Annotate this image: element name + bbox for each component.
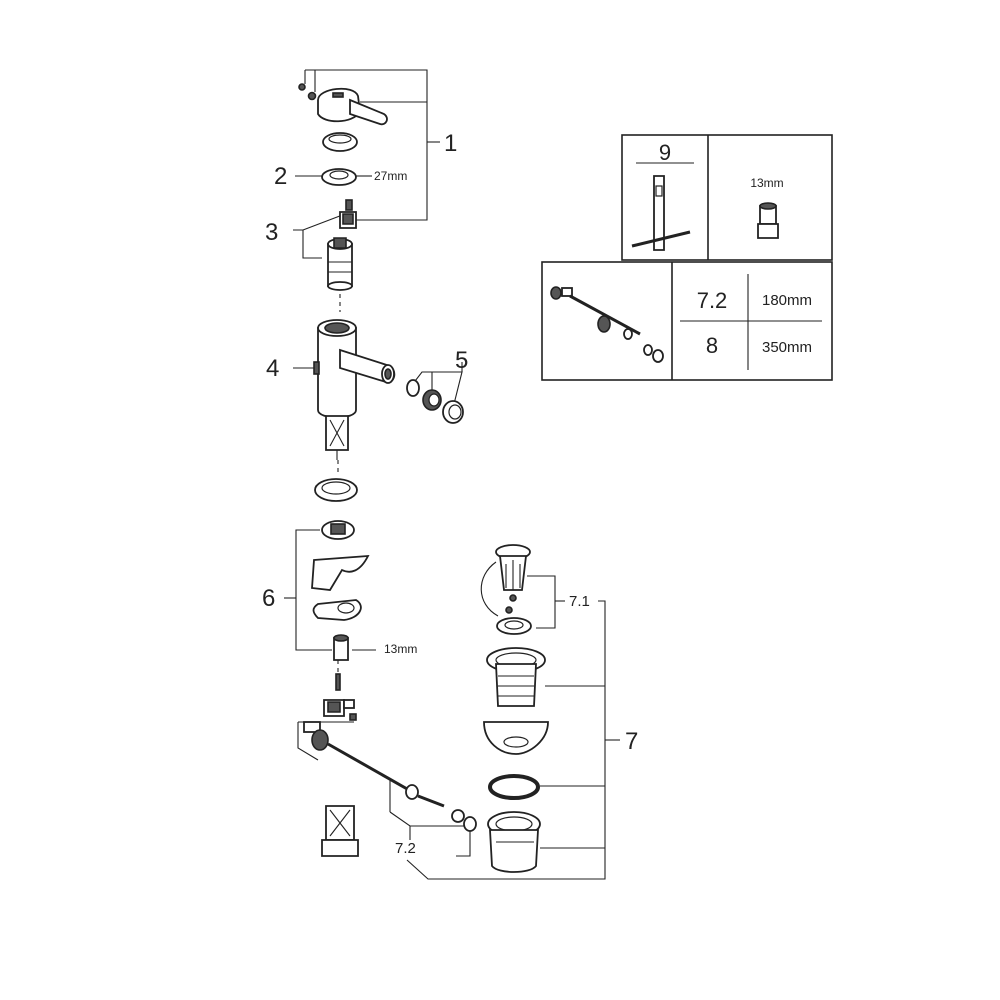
supply-hoses — [321, 805, 359, 857]
mixer-body — [313, 319, 396, 460]
tool-dimension-13mm: 13mm — [750, 176, 783, 190]
leader-lines — [284, 69, 620, 880]
cover-ring — [322, 132, 358, 152]
waste-flange — [483, 647, 549, 873]
tool-socket-illustration — [757, 202, 779, 239]
rod-8-length: 350mm — [762, 339, 812, 356]
tool-box: 9 13mm — [621, 134, 833, 261]
rod-8-number: 8 — [706, 333, 718, 358]
dimension-27mm: 27mm — [374, 169, 407, 183]
rod-7-2-length: 180mm — [762, 292, 812, 309]
callout-6: 6 — [262, 585, 275, 612]
rod-illustration — [550, 286, 664, 363]
callout-2: 2 — [274, 163, 287, 190]
base-washer — [314, 478, 358, 502]
pop-up-plug — [480, 544, 532, 635]
pop-up-linkage — [303, 673, 477, 832]
callout-1: 1 — [444, 130, 457, 157]
dimension-13mm-mount: 13mm — [384, 642, 417, 656]
callout-5: 5 — [455, 347, 468, 374]
mounting-set — [311, 520, 370, 661]
handle-lever — [298, 83, 388, 126]
tool-wrench-illustration — [631, 175, 691, 251]
rod-length-table: 7.2 180mm 8 350mm — [541, 261, 833, 381]
callout-3: 3 — [265, 219, 278, 246]
callout-4: 4 — [266, 355, 279, 382]
tool-number: 9 — [659, 140, 671, 165]
cartridge — [327, 199, 357, 291]
cartridge-nut — [321, 168, 357, 186]
callout-7-1: 7.1 — [569, 593, 590, 610]
rod-7-2-number: 7.2 — [697, 288, 728, 313]
callout-7-2: 7.2 — [395, 840, 416, 857]
callout-7: 7 — [625, 728, 638, 755]
aerator-set — [406, 379, 464, 424]
